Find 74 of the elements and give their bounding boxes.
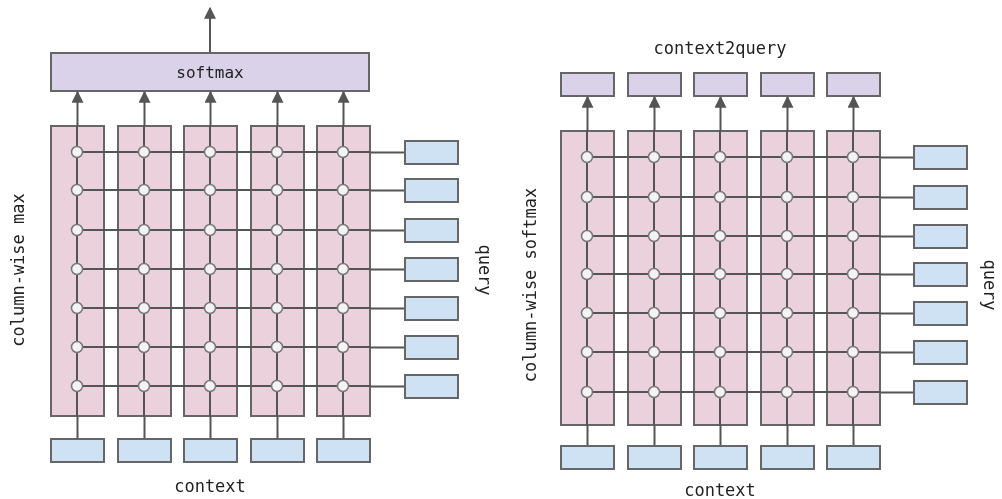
input-label: context xyxy=(684,480,756,499)
connector-line xyxy=(370,151,405,154)
connector-line xyxy=(370,385,405,388)
arrow xyxy=(781,95,794,131)
output-box xyxy=(826,72,881,97)
input-label: context xyxy=(174,476,246,496)
arrow xyxy=(648,95,661,131)
connector-line xyxy=(370,307,405,310)
connector-line xyxy=(370,346,405,349)
connector-line xyxy=(880,235,914,238)
context-box xyxy=(627,445,682,470)
query-box xyxy=(404,140,459,165)
connector-line xyxy=(786,425,789,446)
context-box xyxy=(316,438,371,463)
column-bar xyxy=(560,130,615,426)
connector-line xyxy=(880,391,914,394)
arrow xyxy=(581,95,594,131)
context-box xyxy=(183,438,238,463)
connector-line xyxy=(653,425,656,446)
context-box xyxy=(760,445,815,470)
arrow xyxy=(138,90,151,126)
softmax-box: softmax xyxy=(50,52,370,92)
arrow xyxy=(714,95,727,131)
connector-line xyxy=(76,416,79,439)
query-box xyxy=(404,374,459,399)
output-label: context2query xyxy=(653,38,787,58)
input-label: query xyxy=(980,259,1000,311)
arrow xyxy=(847,95,860,131)
connector-line xyxy=(880,156,914,159)
context-box xyxy=(560,445,615,470)
connector-line xyxy=(370,189,405,192)
input-label: query xyxy=(475,244,495,296)
query-box xyxy=(913,340,968,365)
context-box xyxy=(826,445,881,470)
query-box xyxy=(404,335,459,360)
operation-label: column-wise max xyxy=(8,193,28,347)
connector-line xyxy=(880,273,914,276)
connector-line xyxy=(276,416,279,439)
query-box xyxy=(913,185,968,210)
context-box xyxy=(250,438,305,463)
arrow xyxy=(204,90,217,126)
output-box xyxy=(560,72,615,97)
arrow xyxy=(204,6,216,53)
query-box xyxy=(913,301,968,326)
context-box xyxy=(117,438,172,463)
connector-line xyxy=(880,351,914,354)
context-box xyxy=(50,438,105,463)
query-box xyxy=(404,257,459,282)
connector-line xyxy=(370,268,405,271)
connector-line xyxy=(342,416,345,439)
connector-line xyxy=(719,425,722,446)
query-box xyxy=(404,296,459,321)
query-box xyxy=(404,218,459,243)
operation-label: column-wise softmax xyxy=(520,187,540,383)
query-box xyxy=(913,224,968,249)
connector-line xyxy=(880,312,914,315)
connector-line xyxy=(370,229,405,232)
connector-line xyxy=(143,416,146,439)
query-box xyxy=(913,145,968,170)
connector-line xyxy=(880,196,914,199)
arrow xyxy=(337,90,350,126)
output-box xyxy=(627,72,682,97)
arrow xyxy=(71,90,84,126)
output-box xyxy=(760,72,815,97)
column-bar xyxy=(50,125,105,417)
query-box xyxy=(913,262,968,287)
query-box xyxy=(913,380,968,405)
context-box xyxy=(693,445,748,470)
output-box xyxy=(693,72,748,97)
connector-line xyxy=(586,425,589,446)
query-box xyxy=(404,178,459,203)
connector-line xyxy=(852,425,855,446)
connector-line xyxy=(209,416,212,439)
arrow xyxy=(271,90,284,126)
